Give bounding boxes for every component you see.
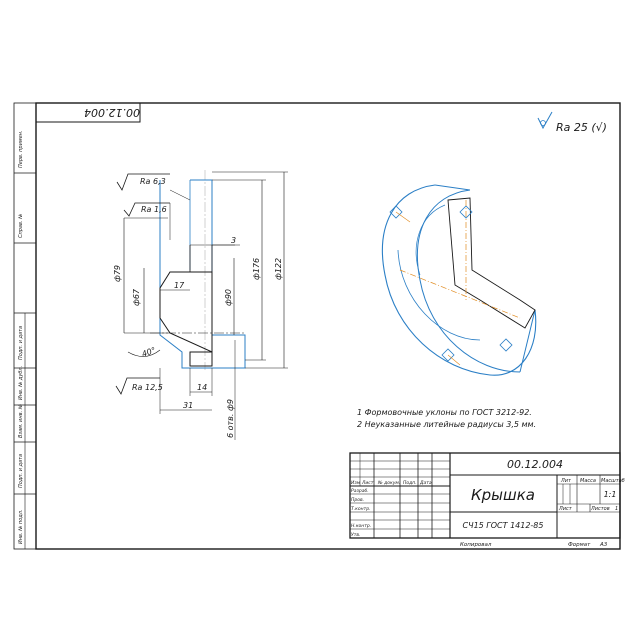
- note-1: 1 Формовочные уклоны по ГОСТ 3212-92.: [357, 408, 532, 417]
- sheets-value: 1: [615, 506, 618, 512]
- isometric-view: [381, 184, 537, 376]
- role-prov: Пров.: [351, 497, 364, 503]
- hdr-doc: № докум.: [377, 480, 400, 486]
- role-razrab: Разраб.: [351, 488, 369, 494]
- general-roughness-text: Ra 25 (√): [556, 121, 607, 134]
- section-view: Ra 6,3 Ra 1,6 Ra 12,5 ф79 ф67 ф176 ф122 …: [113, 170, 288, 440]
- role-tkontr: Т.контр.: [351, 506, 371, 512]
- side-label-1: Перв. примен.: [18, 130, 24, 168]
- role-utv: Утв.: [351, 532, 360, 538]
- title-number: 00.12.004: [507, 458, 563, 471]
- side-label-7: Инв. № подл.: [18, 510, 24, 545]
- dim14-label: 14: [197, 383, 207, 392]
- d79-label: ф79: [113, 265, 122, 282]
- hdr-list: Лист: [361, 480, 374, 486]
- dim3-label: 3: [231, 236, 236, 245]
- angle-label: 40°: [141, 346, 157, 359]
- title-block: Изм Лист № докум. Подп. Дата Разраб. Про…: [349, 452, 625, 539]
- ra125-label: Ra 12,5: [132, 383, 163, 392]
- format-value: A3: [599, 542, 608, 548]
- side-label-4: Инв. № дубл.: [18, 366, 24, 400]
- general-roughness: Ra 25 (√): [537, 111, 607, 134]
- d176-label: ф176: [252, 258, 261, 280]
- hdr-mass: Масса: [580, 478, 596, 484]
- rotated-drawing-number: 00.12.004: [84, 106, 140, 119]
- rotated-number-box: [35, 102, 141, 123]
- ra63-label: Ra 6,3: [140, 177, 166, 186]
- hdr-izm: Изм: [351, 480, 361, 486]
- title-material: СЧ15 ГОСТ 1412-85: [463, 521, 544, 530]
- ra16-label: Ra 1,6: [141, 205, 167, 214]
- sheet-label: Лист: [558, 506, 573, 512]
- scale-value: 1:1: [604, 490, 617, 499]
- sheets-label: Листов: [590, 506, 610, 512]
- dim17-label: 17: [174, 281, 185, 290]
- side-strip: Перв. примен. Справ. № Подп. и дата Инв.…: [14, 130, 36, 549]
- holes-label: 6 отв. ф9: [226, 399, 235, 438]
- hdr-date: Дата: [419, 480, 432, 486]
- format-label: Формат: [568, 542, 591, 548]
- side-label-3: Подп. и дата: [18, 326, 24, 360]
- side-label-6: Подп. и дата: [18, 454, 24, 488]
- inner-frame: [35, 102, 621, 550]
- side-label-2: Справ. №: [18, 214, 24, 238]
- role-nkontr: Н.контр.: [351, 523, 371, 529]
- d122-label: ф122: [274, 258, 283, 280]
- title-name: Крышка: [471, 486, 535, 504]
- note-2: 2 Неуказанные литейные радиусы 3,5 мм.: [357, 420, 536, 429]
- hdr-sign: Подп.: [403, 480, 417, 486]
- side-label-5: Взам. инв. №: [18, 404, 24, 438]
- d67-label: ф67: [132, 288, 141, 306]
- outer-frame: [13, 102, 621, 550]
- dim31-label: 31: [183, 401, 193, 410]
- copied-label: Копировал: [460, 542, 492, 548]
- hdr-scale: Масштаб: [601, 478, 625, 484]
- d90-label: ф90: [224, 289, 233, 306]
- hdr-lit: Лит: [560, 478, 572, 484]
